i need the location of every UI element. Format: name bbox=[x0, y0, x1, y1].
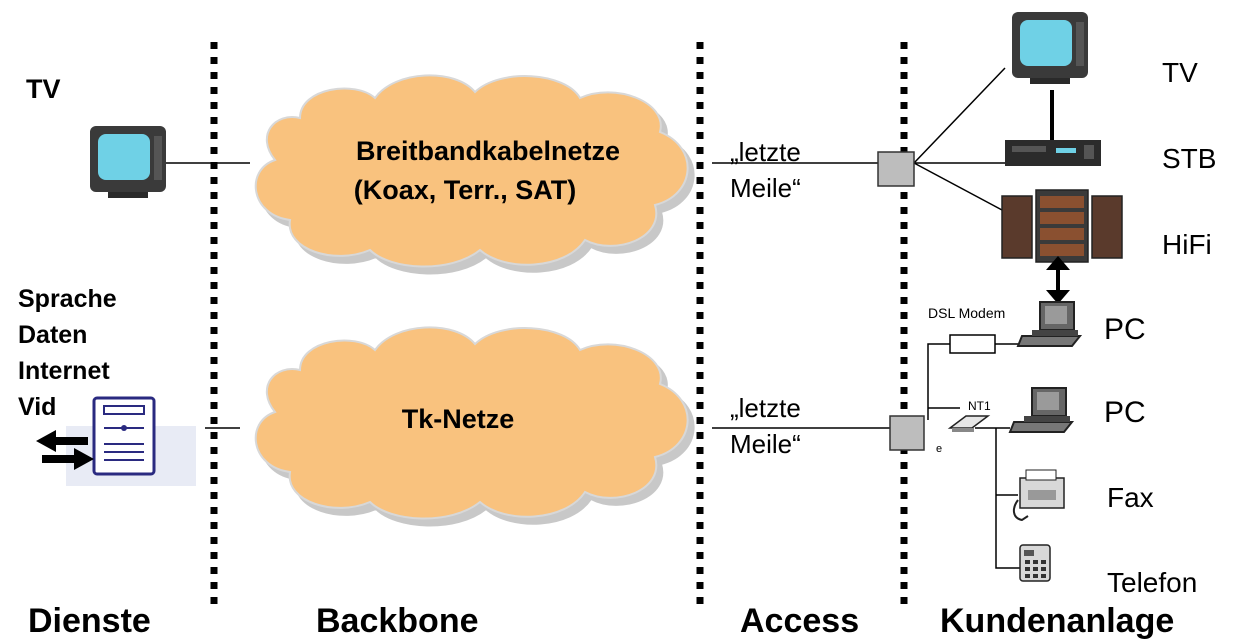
zone-kundenanlage-title: Kundenanlage bbox=[940, 602, 1174, 640]
splitter-box-upper bbox=[877, 151, 915, 187]
splitter-box-lower bbox=[889, 415, 925, 451]
nt1-label: NT1 bbox=[968, 399, 991, 413]
telefon-icon bbox=[1019, 544, 1051, 582]
last-mile-lower-2: Meile“ bbox=[730, 429, 801, 459]
zone-access-title: Access bbox=[740, 602, 859, 640]
stb-icon bbox=[1005, 140, 1101, 166]
device-telefon-label: Telefon bbox=[1107, 567, 1197, 598]
fax-icon bbox=[1012, 469, 1065, 522]
zone-dienste-title: Dienste bbox=[28, 602, 151, 640]
link-splitter-hifi bbox=[913, 162, 1003, 211]
cloud-tk-netze bbox=[254, 326, 689, 520]
cloud-lower-label: Tk-Netze bbox=[402, 404, 515, 434]
pc1-icon bbox=[1017, 301, 1081, 347]
service-vid: Vid bbox=[18, 393, 56, 421]
last-mile-upper-2: Meile“ bbox=[730, 173, 801, 203]
device-stb-label: STB bbox=[1162, 143, 1216, 174]
nt1-icon bbox=[947, 415, 991, 432]
link-box-modem bbox=[927, 343, 950, 420]
link-splitter-tv bbox=[913, 67, 1006, 164]
last-mile-lower-1: „letzte bbox=[730, 393, 801, 423]
device-pc2-label: PC bbox=[1104, 396, 1146, 429]
customer-tv-icon bbox=[1012, 12, 1088, 84]
device-tv-label: TV bbox=[1162, 57, 1198, 88]
device-pc1-label: PC bbox=[1104, 313, 1146, 346]
dsl-modem-label: DSL Modem bbox=[928, 305, 1005, 321]
service-tv-label: TV bbox=[26, 74, 61, 104]
service-daten: Daten bbox=[18, 321, 87, 349]
zone-backbone-title: Backbone bbox=[316, 602, 479, 640]
service-sprache: Sprache bbox=[18, 285, 117, 313]
server-icon bbox=[60, 394, 196, 486]
small-mark: e bbox=[936, 443, 942, 455]
dsl-modem-icon bbox=[949, 334, 996, 354]
hifi-icon bbox=[1001, 189, 1123, 263]
hifi-pc-double-arrow-icon bbox=[1046, 256, 1070, 304]
link-bus bbox=[995, 428, 1020, 569]
tv-monitor-icon bbox=[90, 126, 166, 198]
device-fax-label: Fax bbox=[1107, 482, 1154, 513]
device-hifi-label: HiFi bbox=[1162, 229, 1212, 260]
cloud-upper-label-1: Breitbandkabelnetze bbox=[356, 136, 620, 166]
cloud-upper-label-2: (Koax, Terr., SAT) bbox=[354, 175, 577, 205]
last-mile-upper-1: „letzte bbox=[730, 137, 801, 167]
pc2-icon bbox=[1009, 387, 1073, 433]
bidirectional-arrows-icon bbox=[36, 430, 94, 470]
service-internet: Internet bbox=[18, 357, 110, 385]
cloud-breitbandkabelnetze bbox=[254, 74, 689, 268]
